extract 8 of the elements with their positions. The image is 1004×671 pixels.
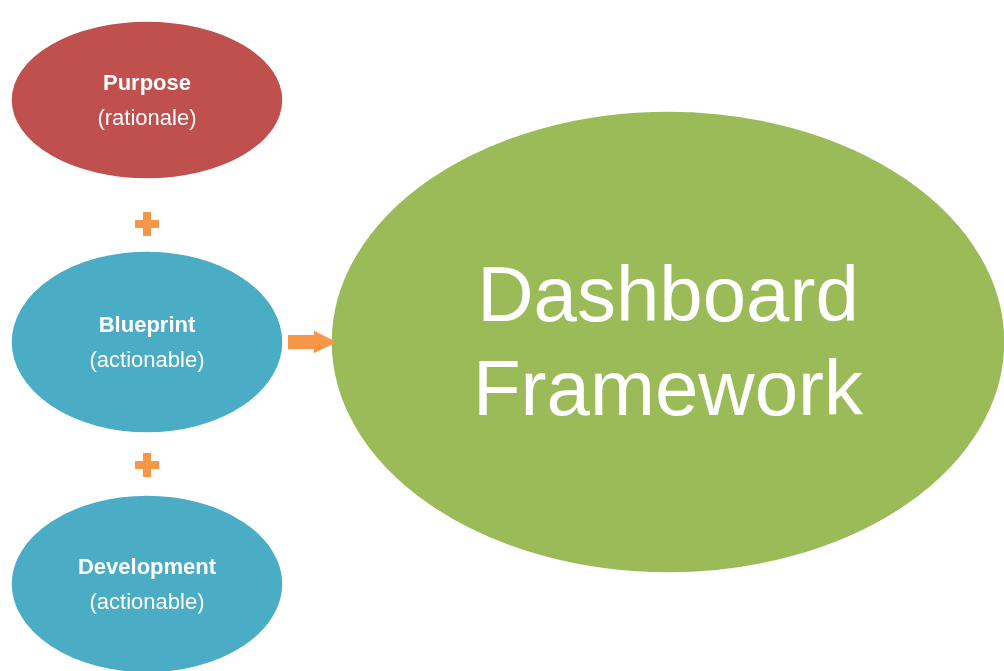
node-subtitle: (actionable) [89, 588, 205, 616]
node-heading: Blueprint [98, 310, 196, 339]
arrow [288, 330, 337, 354]
node-heading: Purpose [103, 68, 191, 97]
node-heading: Development [77, 552, 217, 581]
node-subtitle: (rationale) [97, 104, 197, 132]
node-subtitle: (actionable) [89, 346, 205, 374]
title-text: Dashboard Framework [471, 249, 864, 434]
